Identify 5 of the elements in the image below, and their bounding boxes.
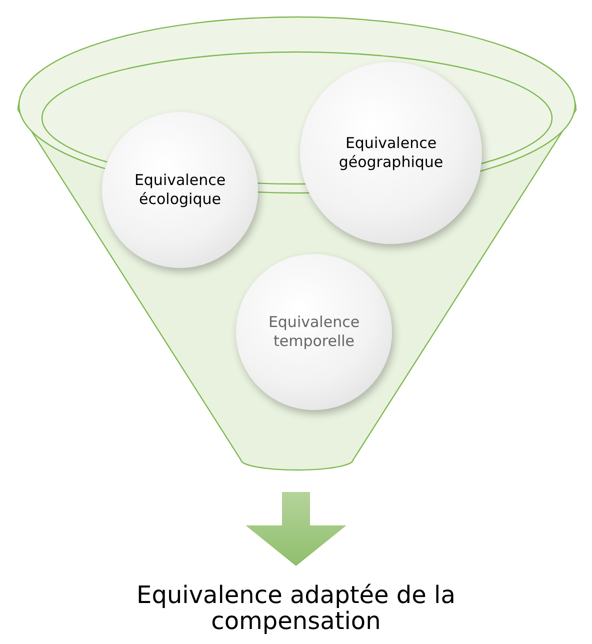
circle-label: Equivalence géographique <box>338 134 444 172</box>
result-label: Equivalence adaptée de la compensation <box>136 582 456 634</box>
circle-label: Equivalence temporelle <box>267 313 361 351</box>
arrow <box>246 492 346 566</box>
circle-label: Equivalence écologique <box>133 171 227 209</box>
